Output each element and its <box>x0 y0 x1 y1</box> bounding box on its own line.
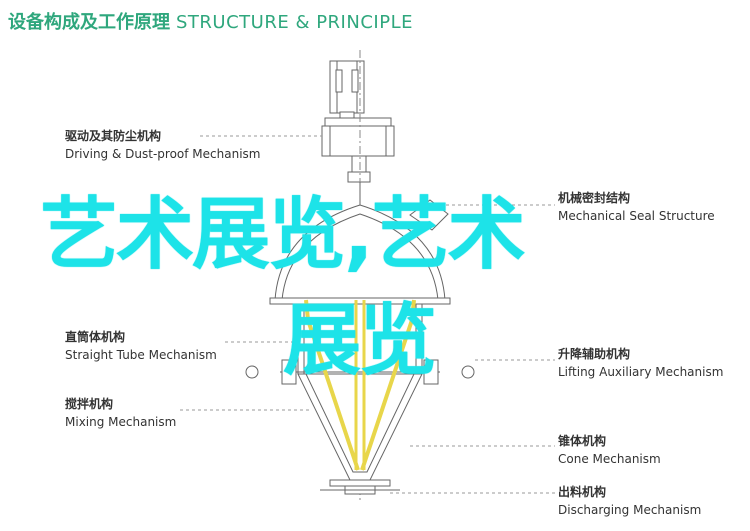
motor <box>329 60 365 119</box>
mixing-shaft <box>304 299 416 471</box>
straight-tube <box>245 303 475 385</box>
title-en: STRUCTURE & PRINCIPLE <box>176 12 413 33</box>
label-straight-tube-cn: 直筒体机构 <box>65 330 126 344</box>
watermark-line-1: 艺术展览,艺术 <box>40 190 526 280</box>
label-seal: 机械密封结构 Mechanical Seal Structure <box>558 189 715 225</box>
title-cn: 设备构成及工作原理 <box>8 12 170 33</box>
label-cone-en: Cone Mechanism <box>558 452 661 466</box>
label-mixing: 搅拌机构 Mixing Mechanism <box>65 395 176 431</box>
label-cone: 锥体机构 Cone Mechanism <box>558 432 661 468</box>
label-discharge-en: Discharging Mechanism <box>558 503 702 517</box>
watermark-line-2: 展览 <box>283 296 437 386</box>
label-mixing-en: Mixing Mechanism <box>65 415 177 429</box>
label-straight-tube: 直筒体机构 Straight Tube Mechanism <box>65 328 217 364</box>
label-cone-cn: 锥体机构 <box>558 434 607 448</box>
label-driving-en: Driving & Dust-proof Mechanism <box>65 147 261 161</box>
label-seal-en: Mechanical Seal Structure <box>558 209 715 223</box>
label-seal-cn: 机械密封结构 <box>558 191 631 205</box>
leader-lines <box>180 135 555 494</box>
cone <box>297 373 423 495</box>
label-mixing-cn: 搅拌机构 <box>65 397 114 411</box>
label-lifting-en: Lifting Auxiliary Mechanism <box>558 365 724 379</box>
label-discharge: 出料机构 Discharging Mechanism <box>558 483 701 519</box>
label-driving-cn: 驱动及其防尘机构 <box>65 129 162 143</box>
page-title: 设备构成及工作原理 STRUCTURE & PRINCIPLE <box>8 8 413 34</box>
label-discharge-cn: 出料机构 <box>558 485 607 499</box>
label-lifting: 升降辅助机构 Lifting Auxiliary Mechanism <box>558 345 723 381</box>
label-lifting-cn: 升降辅助机构 <box>558 347 631 361</box>
label-driving: 驱动及其防尘机构 Driving & Dust-proof Mechanism <box>65 127 260 163</box>
label-straight-tube-en: Straight Tube Mechanism <box>65 348 217 362</box>
